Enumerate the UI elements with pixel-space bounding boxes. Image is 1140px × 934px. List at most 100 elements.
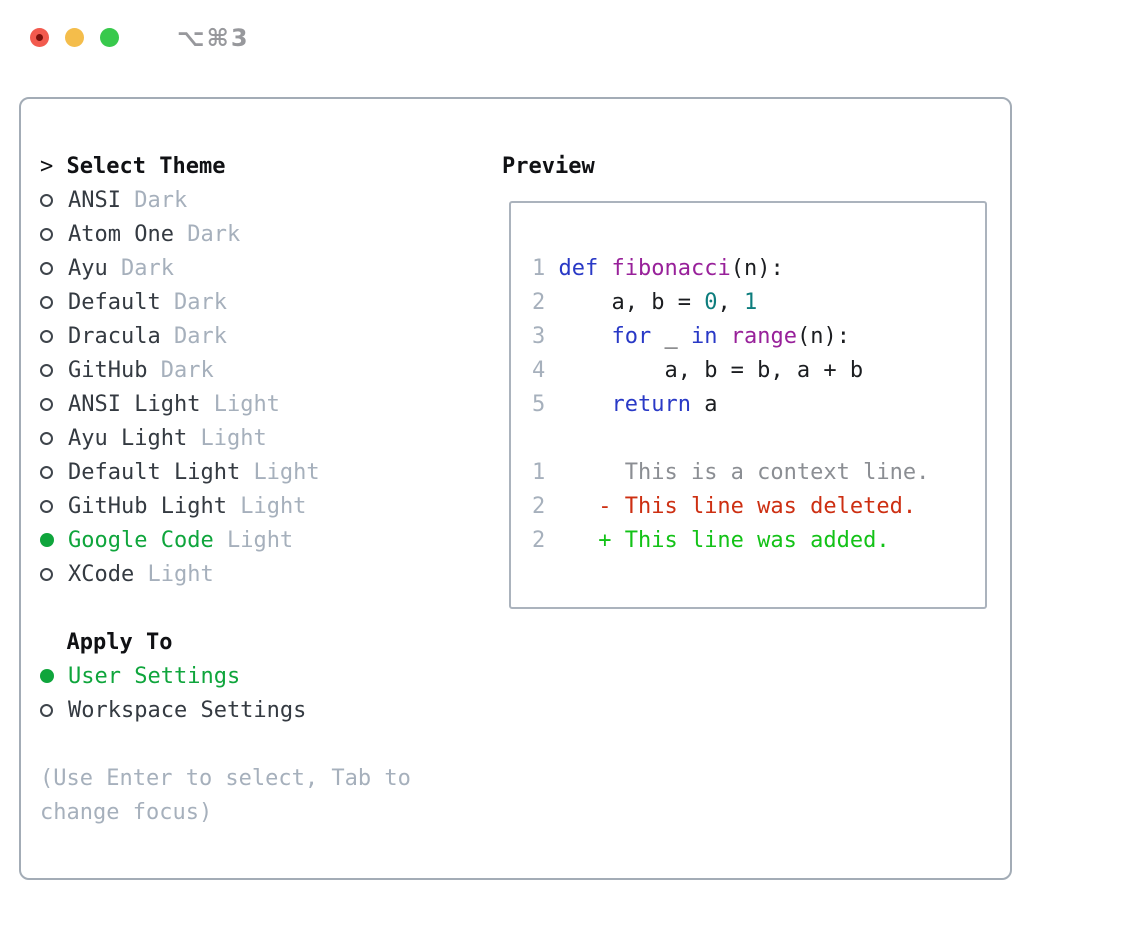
radio-icon <box>40 398 53 411</box>
theme-option-ansi-dark[interactable]: ANSI Dark <box>40 184 411 218</box>
theme-option-xcode-light[interactable]: XCode Light <box>40 558 411 592</box>
code-token-function: fibonacci <box>611 256 731 281</box>
theme-option-variant: Dark <box>121 256 174 281</box>
line-number: 5 <box>532 392 559 417</box>
theme-option-ayu-dark[interactable]: Ayu Dark <box>40 252 411 286</box>
line-number: 2 <box>532 528 546 553</box>
theme-option-variant: Dark <box>134 188 188 213</box>
diff-preview: 1 This is a context line.2 - This line w… <box>532 456 985 558</box>
select-theme-header: > Select Theme <box>40 150 411 184</box>
theme-option-name: Atom One <box>68 222 174 247</box>
code-token-number: 0 <box>704 290 718 315</box>
diff-line-added: 2 + This line was added. <box>532 524 985 558</box>
window-title: ⌥⌘3 <box>177 23 250 52</box>
radio-icon <box>40 262 53 275</box>
preview-title: Preview <box>502 154 595 179</box>
code-token-keyword: def <box>558 256 612 281</box>
diff-text-added: + This line was added. <box>545 528 890 553</box>
select-theme-title: Select Theme <box>66 154 226 179</box>
unsaved-indicator-dot <box>36 34 43 41</box>
code-token-keyword: return <box>611 392 691 417</box>
theme-option-name: ANSI <box>68 188 121 213</box>
line-number: 4 <box>532 358 559 383</box>
spacer <box>40 592 411 626</box>
apply-option-user-settings[interactable]: User Settings <box>40 660 411 694</box>
code-line: 4 a, b = b, a + b <box>532 354 985 388</box>
line-number: 1 <box>532 256 559 281</box>
theme-option-github-light-light[interactable]: GitHub Light Light <box>40 490 411 524</box>
code-token-number: 1 <box>743 290 758 315</box>
theme-option-name: Ayu <box>68 256 108 281</box>
theme-option-github-dark[interactable]: GitHub Dark <box>40 354 411 388</box>
radio-icon <box>40 500 53 513</box>
theme-option-variant: Dark <box>173 324 227 349</box>
prompt-caret-icon: > <box>40 154 54 179</box>
code-token-plain: _ <box>651 324 691 349</box>
spacer <box>532 422 985 456</box>
theme-option-variant: Dark <box>160 358 214 383</box>
code-line: 3 for _ in range(n): <box>532 320 985 354</box>
diff-line-context: 1 This is a context line. <box>532 456 985 490</box>
diff-text-deleted: - This line was deleted. <box>545 494 917 519</box>
code-token-plain: (n): <box>730 256 784 281</box>
theme-option-name: GitHub <box>68 358 148 383</box>
theme-option-default-dark[interactable]: Default Dark <box>40 286 411 320</box>
theme-option-name: Ayu Light <box>68 426 188 451</box>
theme-option-ansi-light-light[interactable]: ANSI Light Light <box>40 388 411 422</box>
radio-icon <box>40 466 53 479</box>
theme-option-name: XCode <box>68 562 135 587</box>
code-token-plain <box>559 392 612 417</box>
code-line: 2 a, b = 0, 1 <box>532 286 985 320</box>
diff-line-deleted: 2 - This line was deleted. <box>532 490 985 524</box>
theme-option-variant: Light <box>200 426 267 451</box>
radio-icon <box>40 704 53 717</box>
code-token-keyword: for <box>611 324 652 349</box>
minimize-button[interactable] <box>65 28 84 47</box>
theme-option-dracula-dark[interactable]: Dracula Dark <box>40 320 411 354</box>
radio-icon <box>40 296 53 309</box>
apply-to-header: Apply To <box>40 626 411 660</box>
code-token-plain: a <box>690 392 718 417</box>
radio-icon <box>40 228 53 241</box>
close-button[interactable] <box>30 28 49 47</box>
theme-option-atom-one-dark[interactable]: Atom One Dark <box>40 218 411 252</box>
theme-option-name: Google Code <box>68 528 214 553</box>
theme-option-variant: Light <box>226 528 294 553</box>
apply-option-name: Workspace Settings <box>68 698 307 723</box>
theme-option-variant: Light <box>147 562 214 587</box>
zoom-button[interactable] <box>100 28 119 47</box>
title-bar: ⌥⌘3 <box>0 0 1140 75</box>
code-token-plain: , <box>717 290 744 315</box>
code-token-keyword: in <box>690 324 718 349</box>
theme-option-default-light-light[interactable]: Default Light Light <box>40 456 411 490</box>
radio-icon <box>40 568 53 581</box>
theme-option-ayu-light-light[interactable]: Ayu Light Light <box>40 422 411 456</box>
code-line: 5 return a <box>532 388 985 422</box>
spacer <box>40 728 411 762</box>
theme-option-variant: Dark <box>173 290 227 315</box>
apply-option-workspace-settings[interactable]: Workspace Settings <box>40 694 411 728</box>
code-token-plain: a, b = <box>558 290 705 315</box>
hint-line: change focus) <box>40 800 213 825</box>
theme-option-name: Dracula <box>68 324 161 349</box>
radio-selected-icon <box>40 669 54 683</box>
apply-option-name: User Settings <box>68 664 241 689</box>
code-token-plain: (n): <box>796 324 850 349</box>
theme-option-google-code-light[interactable]: Google Code Light <box>40 524 411 558</box>
line-number: 3 <box>532 324 559 349</box>
apply-to-title: Apply To <box>66 630 173 655</box>
theme-option-variant: Dark <box>187 222 241 247</box>
code-token-plain <box>559 324 612 349</box>
radio-icon <box>40 364 53 377</box>
theme-option-name: ANSI Light <box>68 392 201 417</box>
theme-option-variant: Light <box>213 392 280 417</box>
line-number: 2 <box>532 290 559 315</box>
line-number: 2 <box>532 494 546 519</box>
